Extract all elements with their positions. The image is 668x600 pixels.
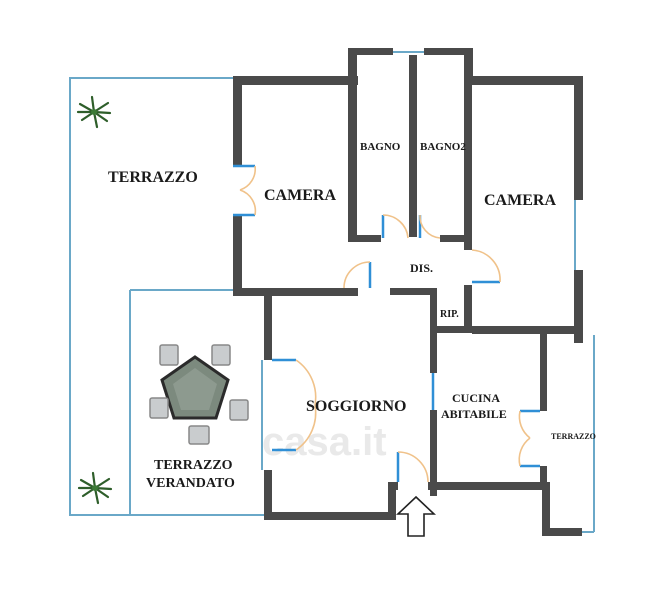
room-label-bagno: BAGNO — [360, 141, 401, 153]
room-label-soggiorno: SOGGIORNO — [306, 398, 406, 415]
room-label-abitabile: ABITABILE — [441, 407, 507, 421]
room-label-bagno2: BAGNO2 — [420, 141, 466, 153]
plant-icon — [76, 95, 112, 129]
room-label-terrazzo-verandato-2: VERANDATO — [146, 476, 235, 491]
room-label-dis: DIS. — [410, 261, 433, 275]
room-label-terrazzo-verandato-1: TERRAZZO — [154, 458, 233, 473]
plant-icon — [77, 471, 113, 505]
room-label-cucina: CUCINA — [452, 391, 500, 405]
room-label-terrazzo-small: TERRAZZO — [551, 432, 596, 441]
room-label-terrazzo: TERRAZZO — [108, 169, 198, 186]
room-label-camera-right: CAMERA — [484, 192, 556, 209]
entrance-arrow-icon — [395, 495, 437, 537]
room-label-camera-left: CAMERA — [264, 187, 336, 204]
watermark: casa.it — [262, 420, 387, 464]
doors — [233, 164, 540, 483]
room-label-rip: RIP. — [440, 309, 459, 320]
walls — [233, 48, 583, 536]
veranda-glass-lines — [69, 77, 595, 533]
table-with-chairs-icon — [149, 344, 249, 445]
